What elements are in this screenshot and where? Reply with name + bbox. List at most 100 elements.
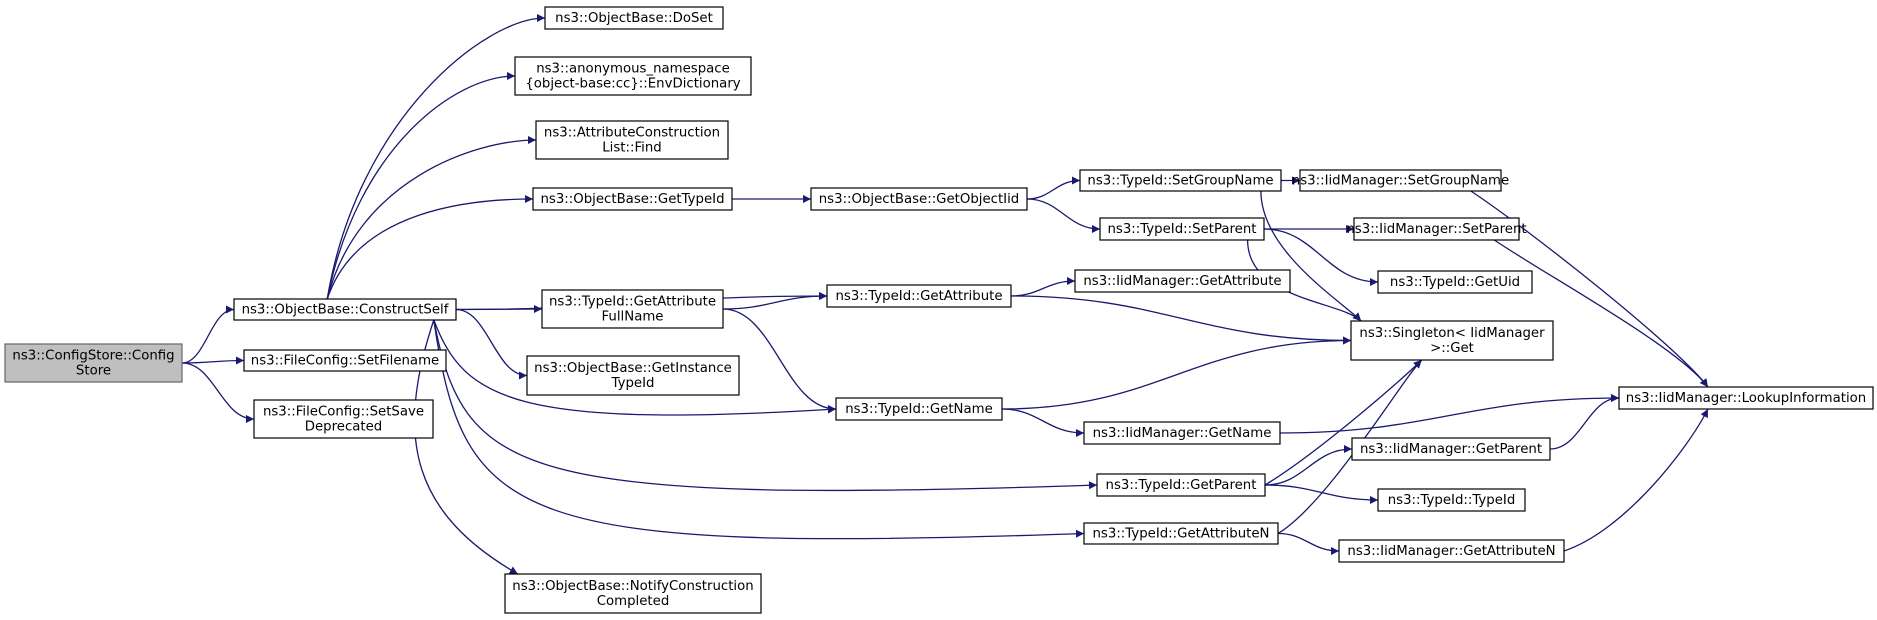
- node-label: ns3::IidManager::GetAttribute: [1083, 274, 1281, 289]
- node-box: [526, 355, 740, 396]
- node-label: ns3::TypeId::GetAttribute: [549, 295, 716, 310]
- node-label: ns3::TypeId::GetParent: [1106, 478, 1257, 493]
- node-iid-getparent[interactable]: ns3::IidManager::GetParent: [1351, 437, 1551, 461]
- node-box: [504, 573, 762, 614]
- node-box: [1083, 421, 1281, 445]
- node-label: ns3::IidManager::GetName: [1093, 426, 1272, 441]
- node-label: ns3::IidManager::LookupInformation: [1626, 391, 1866, 406]
- node-label: Deprecated: [305, 420, 383, 435]
- edge-getattrfull-to-getname: [722, 308, 837, 413]
- node-box: [1083, 522, 1279, 545]
- node-construct[interactable]: ns3::ObjectBase::ConstructSelf: [233, 298, 457, 321]
- node-getname[interactable]: ns3::TypeId::GetName: [835, 397, 1003, 421]
- edge-getattribute-to-singleton: [1010, 295, 1352, 345]
- node-getattributen[interactable]: ns3::TypeId::GetAttributeN: [1083, 522, 1279, 545]
- node-label: ns3::AttributeConstruction: [544, 126, 720, 141]
- node-getobjectiid[interactable]: ns3::ObjectBase::GetObjectIid: [810, 187, 1028, 211]
- node-label: ns3::anonymous_namespace: [536, 62, 730, 77]
- node-label: TypeId: [611, 376, 655, 391]
- edge-iid_getparent-to-lookup: [1549, 394, 1620, 450]
- node-iid-getattributen[interactable]: ns3::IidManager::GetAttributeN: [1338, 539, 1565, 563]
- node-box: [1377, 488, 1526, 512]
- node-box: [1079, 169, 1282, 192]
- node-box: [243, 349, 447, 372]
- node-box: [810, 187, 1028, 211]
- node-label: ns3::TypeId::GetUid: [1390, 275, 1520, 290]
- edge-getattributen-to-iid_getattributen: [1277, 532, 1340, 555]
- node-singleton[interactable]: ns3::Singleton< IidManager>::Get: [1350, 320, 1554, 361]
- node-getuid[interactable]: ns3::TypeId::GetUid: [1377, 270, 1533, 294]
- node-box: [1299, 169, 1502, 192]
- node-iid-getattribute[interactable]: ns3::IidManager::GetAttribute: [1074, 269, 1291, 293]
- node-box: [826, 284, 1012, 308]
- node-box: [1338, 539, 1565, 563]
- node-box: [514, 56, 752, 96]
- edge-root-to-setsave: [181, 362, 255, 423]
- node-label: ns3::ObjectBase::GetObjectIid: [819, 192, 1019, 207]
- edge-getattribute-to-iid_getattribute: [1010, 277, 1076, 297]
- edge-root-to-setfilename: [181, 356, 245, 365]
- node-box: [1074, 269, 1291, 293]
- node-label: ns3::ObjectBase::DoSet: [555, 11, 713, 26]
- node-label: Completed: [597, 594, 670, 609]
- node-label: ns3::ObjectBase::GetInstance: [534, 361, 732, 376]
- node-label: ns3::IidManager::SetParent: [1346, 222, 1526, 237]
- edge-iid_setparent-to-lookup: [1493, 239, 1709, 388]
- node-gettypeid[interactable]: ns3::ObjectBase::GetTypeId: [532, 187, 733, 211]
- edge-construct-to-getname: [433, 319, 837, 416]
- edge-setparent-to-singleton: [1246, 239, 1362, 322]
- node-box: [1099, 217, 1265, 241]
- node-box: [535, 120, 729, 160]
- edge-construct-to-getattrfull: [455, 305, 543, 314]
- node-label: ns3::Singleton< IidManager: [1359, 326, 1545, 341]
- node-label: ns3::ConfigStore::Config: [12, 349, 174, 364]
- node-label: ns3::TypeId::SetGroupName: [1087, 174, 1273, 189]
- node-box: [253, 399, 434, 439]
- node-iid-setparent[interactable]: ns3::IidManager::SetParent: [1346, 217, 1527, 241]
- node-label: {object-base:cc}::EnvDictionary: [525, 77, 740, 92]
- node-label: ns3::TypeId::GetName: [845, 402, 993, 417]
- edge-construct-to-doset: [326, 14, 546, 300]
- node-root[interactable]: ns3::ConfigStore::ConfigStore: [4, 343, 183, 383]
- node-label: ns3::IidManager::GetParent: [1360, 442, 1542, 457]
- edge-construct-to-acfind: [326, 136, 537, 300]
- node-setfilename[interactable]: ns3::FileConfig::SetFilename: [243, 349, 447, 372]
- node-doset[interactable]: ns3::ObjectBase::DoSet: [544, 6, 724, 30]
- edge-getattrfull-to-getattribute: [722, 292, 828, 310]
- node-getparent[interactable]: ns3::TypeId::GetParent: [1096, 473, 1266, 497]
- edge-getobjectiid-to-setgroupname: [1026, 176, 1081, 200]
- node-box: [233, 298, 457, 321]
- node-label: ns3::TypeId::GetAttributeN: [1093, 527, 1270, 542]
- node-lookup[interactable]: ns3::IidManager::LookupInformation: [1618, 386, 1874, 410]
- node-label: Store: [76, 364, 111, 379]
- node-label: ns3::TypeId::SetParent: [1107, 222, 1256, 237]
- edge-getparent-to-iid_getparent: [1264, 445, 1353, 486]
- node-setparent[interactable]: ns3::TypeId::SetParent: [1099, 217, 1265, 241]
- node-box: [532, 187, 733, 211]
- nodes-layer: ns3::ConfigStore::ConfigStorens3::Object…: [4, 6, 1874, 614]
- node-label: ns3::IidManager::SetGroupName: [1292, 174, 1509, 189]
- node-label: ns3::TypeId::GetAttribute: [835, 289, 1002, 304]
- edge-iid_getattributen-to-lookup: [1563, 408, 1709, 552]
- edge-setgroupname-to-singleton: [1260, 190, 1362, 322]
- node-box: [835, 397, 1003, 421]
- node-iid-setgroupname[interactable]: ns3::IidManager::SetGroupName: [1292, 169, 1509, 192]
- node-box: [1350, 320, 1554, 361]
- node-label: ns3::TypeId::TypeId: [1388, 493, 1516, 508]
- edge-construct-to-getparent: [433, 319, 1098, 492]
- edge-getname-to-singleton: [1001, 336, 1352, 410]
- node-box: [4, 343, 183, 383]
- node-typeid[interactable]: ns3::TypeId::TypeId: [1377, 488, 1526, 512]
- node-getattribute[interactable]: ns3::TypeId::GetAttribute: [826, 284, 1012, 308]
- node-envdict[interactable]: ns3::anonymous_namespace{object-base:cc}…: [514, 56, 752, 96]
- node-label: ns3::FileConfig::SetFilename: [251, 354, 439, 369]
- node-box: [544, 6, 724, 30]
- node-setgroupname[interactable]: ns3::TypeId::SetGroupName: [1079, 169, 1282, 192]
- node-box: [541, 289, 724, 329]
- node-notify[interactable]: ns3::ObjectBase::NotifyConstructionCompl…: [504, 573, 762, 614]
- node-iid-getname[interactable]: ns3::IidManager::GetName: [1083, 421, 1281, 445]
